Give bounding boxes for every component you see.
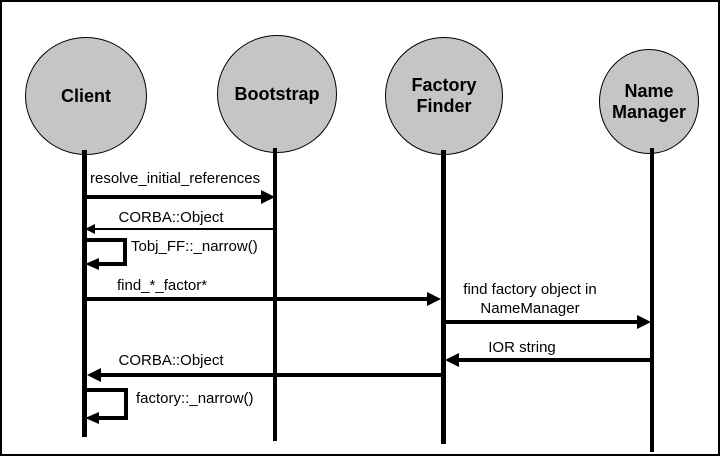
message-corba-object-return2-label: CORBA::Object	[118, 352, 224, 369]
message-find-factory-object-shaft	[445, 320, 637, 324]
message-resolve-initial-references-label: resolve_initial_references	[90, 170, 261, 187]
message-find-factor-label: find_*_factor*	[117, 277, 208, 294]
message-ior-string-label: IOR string	[488, 339, 556, 356]
message-find-factor-shaft	[85, 297, 427, 301]
message-resolve-initial-references-arrowhead-icon	[261, 190, 275, 204]
actor-factory-finder-label-line2: Finder	[416, 96, 472, 116]
self-call-tobj-ff-narrow-loop-bottom	[99, 262, 127, 266]
lifeline-bootstrap	[273, 148, 277, 441]
message-find-factory-object-label: find factory object in NameManager	[443, 280, 617, 318]
self-call-factory-narrow-arrowhead-icon	[85, 412, 99, 424]
self-call-factory-narrow-loop-right	[124, 388, 128, 420]
message-ior-string-shaft	[459, 358, 650, 362]
self-call-factory-narrow-label: factory::_narrow()	[136, 390, 254, 407]
message-corba-object-return1-arrowhead-icon	[85, 224, 95, 234]
self-call-factory-narrow-loop-bottom	[99, 416, 128, 420]
message-find-factory-object-arrowhead-icon	[637, 315, 651, 329]
actor-factory-finder-label-line1: Factory	[411, 75, 477, 95]
self-call-factory-narrow-loop-top	[87, 388, 128, 392]
actor-client: Client	[25, 37, 147, 155]
actor-factory-finder: Factory Finder	[385, 37, 503, 155]
message-corba-object-return1-label: CORBA::Object	[118, 209, 224, 226]
actor-bootstrap: Bootstrap	[217, 35, 337, 153]
self-call-tobj-ff-narrow-label: Tobj_FF::_narrow()	[131, 238, 258, 255]
actor-name-manager-label-line2: Manager	[611, 101, 687, 122]
message-find-factory-object-label-line2: NameManager	[480, 300, 580, 317]
message-find-factory-object-label-line1: find factory object in	[463, 281, 597, 298]
message-corba-object-return1-shaft	[95, 228, 273, 230]
lifeline-client	[82, 150, 87, 437]
message-ior-string-arrowhead-icon	[445, 353, 459, 367]
message-resolve-initial-references-shaft	[85, 195, 261, 199]
message-corba-object-return2-arrowhead-icon	[87, 368, 101, 382]
actor-bootstrap-label: Bootstrap	[234, 83, 320, 104]
self-call-tobj-ff-narrow-arrowhead-icon	[85, 258, 99, 270]
actor-name-manager-label-line1: Name	[624, 80, 674, 101]
self-call-tobj-ff-narrow-loop-right	[123, 238, 127, 266]
message-find-factor-arrowhead-icon	[427, 292, 441, 306]
actor-client-label: Client	[60, 85, 111, 106]
actor-name-manager-label: Name Manager	[612, 81, 686, 123]
message-corba-object-return2-shaft	[101, 373, 441, 377]
self-call-tobj-ff-narrow-loop-top	[87, 238, 127, 242]
lifeline-name-manager	[650, 148, 654, 452]
actor-factory-finder-label: Factory Finder	[411, 75, 476, 117]
lifeline-factory-finder	[441, 150, 446, 444]
actor-name-manager: Name Manager	[599, 49, 699, 154]
